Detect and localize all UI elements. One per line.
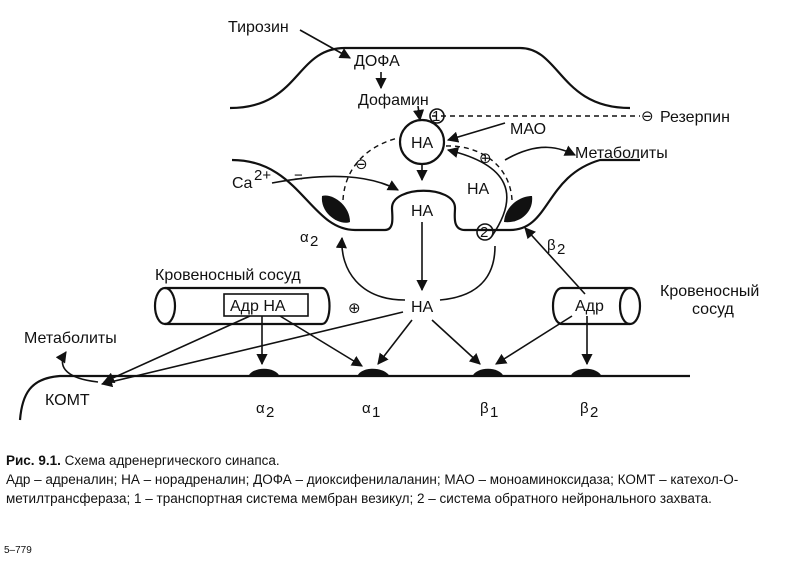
- metabolites-top-label: Метаболиты: [575, 145, 668, 162]
- arrow-vessel-comt: [102, 315, 251, 383]
- receptor-label-alpha1: α 1: [362, 400, 380, 421]
- reserpine-minus: ⊖: [641, 108, 654, 125]
- reuptake-ne-label: НА: [467, 181, 490, 198]
- vessel-right-title-2: сосуд: [692, 301, 735, 318]
- marker-2-label: 2: [480, 224, 488, 241]
- page-number: 5–779: [4, 545, 32, 556]
- arc-to-alpha2-pre: [335, 236, 406, 301]
- arrow-tyrosine-dopa: [299, 29, 351, 59]
- arrow-dopamine-vesicle: [413, 105, 425, 122]
- postsynaptic-membrane: [18, 374, 690, 421]
- beta2-pre-receptor: [504, 196, 533, 223]
- caption-legend: Адр – адреналин; НА – норадреналин; ДОФА…: [6, 472, 739, 506]
- svg-text:α: α: [362, 400, 371, 417]
- reuptake-arrow: [446, 146, 508, 237]
- presynaptic-membrane: [231, 158, 640, 232]
- caption-figure-label: Рис. 9.1.: [6, 453, 61, 468]
- receptor-label-alpha2: α 2: [256, 400, 274, 421]
- vessel-right-content: Адр: [575, 298, 604, 315]
- comt-label: КОМТ: [45, 392, 90, 409]
- axon-outline: [229, 46, 631, 110]
- calcium-sup: 2+: [254, 167, 271, 184]
- arrow-calcium: [271, 175, 399, 191]
- beta2-pre-sub: 2: [557, 241, 565, 258]
- vessel-left-opening: [153, 286, 177, 326]
- svg-text:β: β: [480, 400, 489, 417]
- alpha2-pre-sub: 2: [310, 233, 318, 250]
- vessel-right-body: [551, 286, 630, 326]
- arrow-comt-metabolites: [55, 351, 99, 383]
- alpha2-pre-label: α: [300, 229, 309, 246]
- arc-to-beta2-pre: [439, 245, 496, 301]
- beta2-pre-label: β: [547, 237, 556, 254]
- alpha2-inhibition-dashed: [342, 137, 399, 201]
- figure-caption: Рис. 9.1. Схема адренергического синапса…: [6, 451, 791, 508]
- caption-title: Схема адренергического синапса.: [64, 453, 280, 468]
- svg-text:β: β: [580, 400, 589, 417]
- vessel-left-content-box: [223, 293, 309, 317]
- svg-text:1: 1: [490, 404, 498, 421]
- vessel-left-content: Адр НА: [230, 298, 286, 315]
- arrow-ne-beta1: [431, 319, 481, 365]
- vessel-right-opening: [618, 286, 642, 326]
- cleft-ne-label: НА: [411, 299, 434, 316]
- svg-text:2: 2: [590, 404, 598, 421]
- arrow-vessel-alpha1: [279, 315, 363, 367]
- dopamine-label: Дофамин: [358, 92, 429, 109]
- metabolites-left-label: Метаболиты: [24, 330, 117, 347]
- marker-1-circle: [429, 108, 445, 124]
- arrow-adr-beta2-pre: [524, 227, 586, 295]
- arrow-mao-ne: [446, 122, 506, 143]
- vessel-left-title: Кровеносный сосуд: [155, 267, 301, 284]
- marker-1-label: 1: [432, 108, 440, 125]
- calcium-channel-marker: =: [294, 169, 303, 186]
- svg-text:2: 2: [266, 404, 274, 421]
- receptor-label-beta1: β 1: [480, 400, 498, 421]
- vessel-right-title-1: Кровеносный: [660, 283, 759, 300]
- marker-2-circle: [476, 223, 494, 241]
- arrow-ne-alpha1: [377, 319, 413, 365]
- tyrosine-label: Тирозин: [228, 19, 289, 36]
- calcium-label: Ca: [232, 175, 253, 192]
- adrenergic-synapse-diagram: Тирозин ДОФА Дофамин ⊖ Резерпин 1 НА МАО…: [18, 19, 759, 421]
- alpha2-minus-sign: ⊖: [355, 156, 368, 173]
- receptor-alpha2-post: [248, 368, 280, 377]
- arrow-to-metabolites-top: [504, 145, 577, 161]
- granule-ne-label: НА: [411, 203, 434, 220]
- svg-text:1: 1: [372, 404, 380, 421]
- vesicle-ne-label: НА: [411, 135, 434, 152]
- center-plus-sign: ⊕: [348, 300, 361, 317]
- receptor-label-beta2: β 2: [580, 400, 598, 421]
- dopa-label: ДОФА: [354, 53, 400, 70]
- arrow-adr-beta1: [495, 315, 573, 365]
- mao-label: МАО: [510, 121, 546, 138]
- receptor-beta1-post: [472, 368, 504, 377]
- receptor-alpha1-post: [357, 368, 390, 377]
- receptor-beta2-post: [570, 368, 602, 377]
- alpha2-pre-receptor: [321, 195, 350, 223]
- reserpine-label: Резерпин: [660, 109, 730, 126]
- vessel-left-body: [165, 286, 331, 326]
- arrow-ne-comt: [100, 311, 404, 388]
- svg-text:α: α: [256, 400, 265, 417]
- beta2-facilitation-dashed: [445, 145, 513, 201]
